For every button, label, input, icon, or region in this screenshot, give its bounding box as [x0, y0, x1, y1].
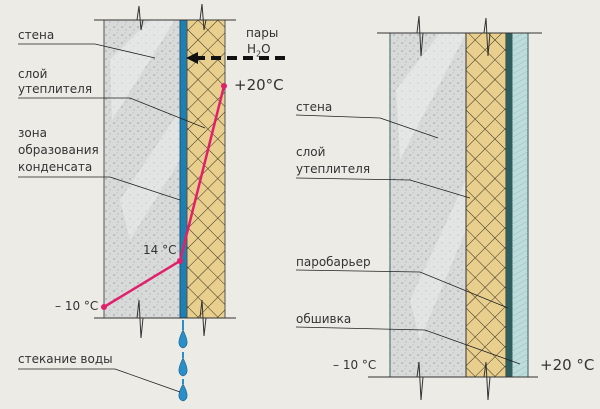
left-leader-lines [18, 43, 206, 393]
label-wall-right: стена [296, 100, 333, 114]
water-drops [178, 320, 188, 402]
temp-inside-left: +20°C [234, 76, 284, 94]
label-condensation-1: зона [18, 126, 47, 140]
right-vapor-barrier [506, 33, 512, 377]
left-membrane [179, 19, 188, 319]
label-vapor-barrier: паробарьер [296, 255, 371, 269]
arrow-left-icon [186, 52, 198, 64]
label-insulation-left-1: слой [18, 67, 48, 81]
vapor-subscript: 2 [256, 49, 262, 59]
left-wall-section [94, 3, 236, 339]
right-wall-section [368, 15, 542, 401]
water-drop-icon [178, 357, 188, 377]
break-mark-icon [483, 17, 491, 57]
label-insulation-right-1: слой [296, 145, 326, 159]
label-vapor-1: пары [246, 26, 279, 40]
vapor-h: H [247, 42, 257, 56]
vapor-o: O [261, 42, 271, 56]
temp-point-interface [177, 258, 183, 264]
label-condensation-3: конденсата [18, 160, 93, 174]
break-mark-icon [483, 361, 491, 401]
temp-outside-left: – 10 °C [55, 299, 99, 313]
temp-interface-left: 14 °C [143, 243, 177, 257]
label-condensation-2: образования [18, 143, 99, 157]
break-mark-icon [136, 299, 144, 339]
break-mark-icon [416, 15, 424, 57]
water-drop-icon [178, 383, 188, 402]
break-mark-icon [199, 299, 207, 337]
label-insulation-right-2: утеплителя [296, 162, 371, 176]
break-mark-icon [136, 5, 144, 31]
label-vapor-2: H2O [247, 42, 271, 61]
temp-point-outside [101, 304, 107, 310]
break-mark-icon [416, 361, 424, 401]
temperature-profile [101, 83, 227, 310]
temp-point-inside [221, 83, 227, 89]
break-mark-icon [199, 3, 207, 31]
label-wall-left: стена [18, 28, 55, 42]
label-insulation-left-2: утеплителя [18, 82, 93, 96]
label-cladding: обшивка [296, 312, 352, 326]
vapor-arrow [186, 52, 285, 64]
temp-outside-right: – 10 °C [333, 358, 377, 372]
label-water-runoff: стекание воды [18, 352, 113, 366]
temp-inside-right: +20 °C [540, 356, 595, 374]
water-drop-icon [178, 329, 188, 349]
right-leader-lines [295, 114, 521, 365]
